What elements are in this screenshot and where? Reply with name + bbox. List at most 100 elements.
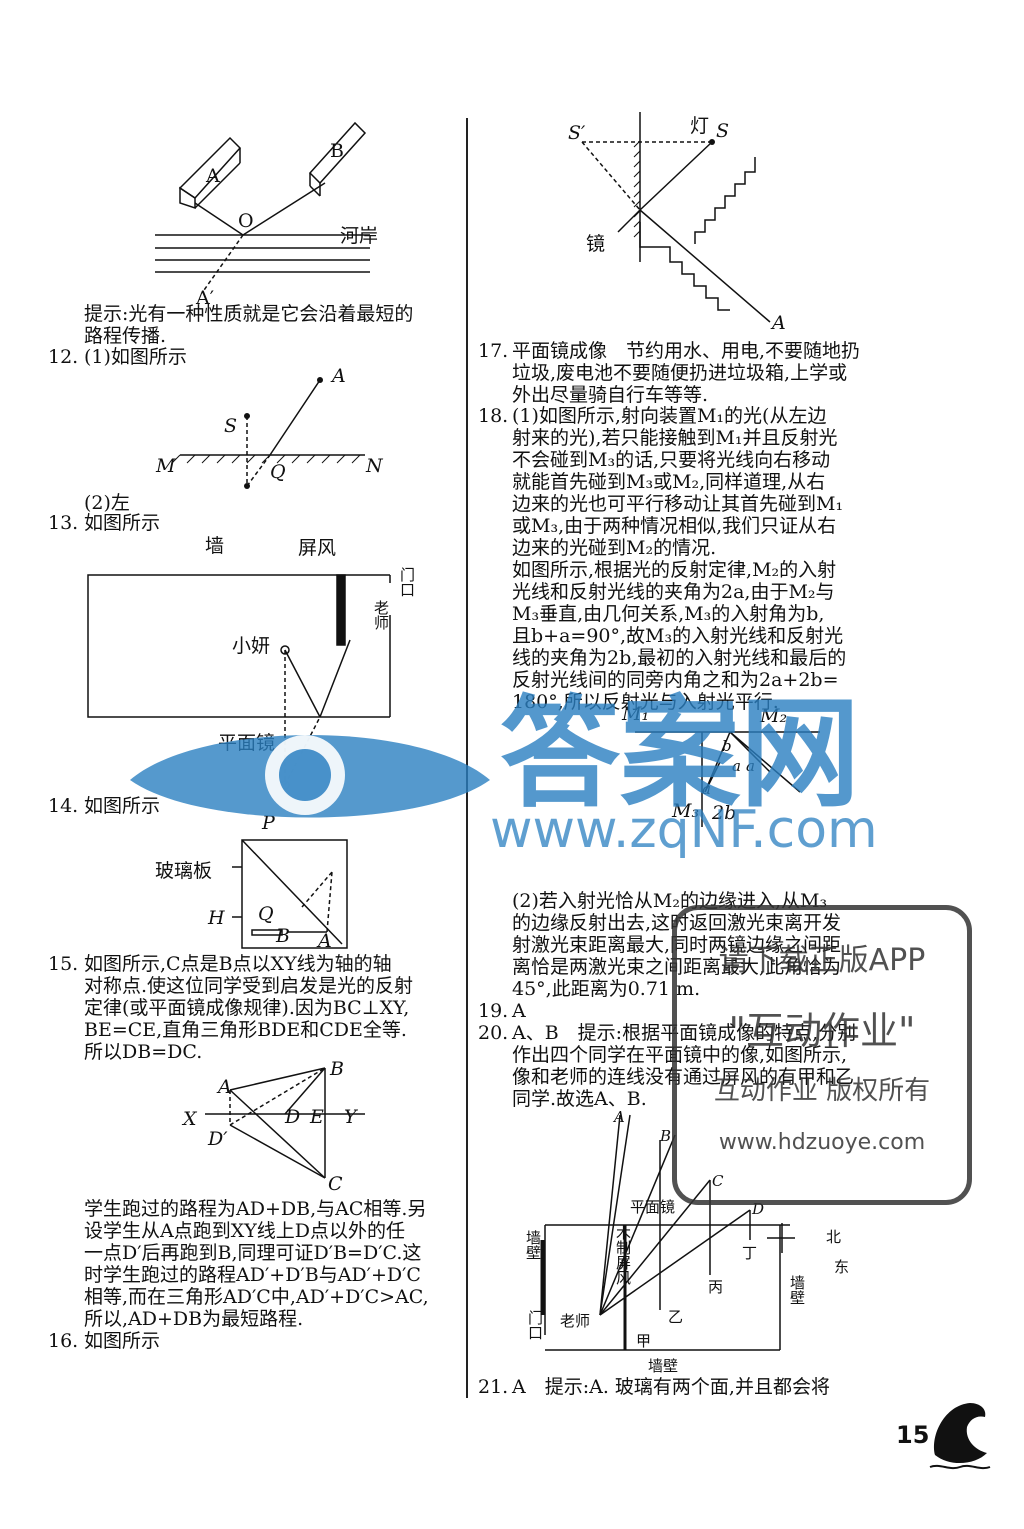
answer-line: 边来的光也可平行移动让其首先碰到M₁ <box>512 493 844 515</box>
question-number: 21. <box>478 1376 509 1398</box>
answer-line: 作出四个同学在平面镜中的像,如图所示, <box>512 1044 848 1066</box>
answer-line: 如图所示,C点是B点以XY线为轴的轴 <box>84 953 392 975</box>
figure-16 <box>581 112 771 323</box>
answer-line: 不会碰到M₃的话,只要将光线向右移动 <box>512 449 831 471</box>
question-number: 15. <box>48 953 79 975</box>
label: D <box>285 1106 301 1128</box>
label: A <box>218 1076 232 1098</box>
label: C <box>328 1173 343 1195</box>
figure-15 <box>205 1067 365 1179</box>
question-number: 12. <box>48 346 79 368</box>
label: A <box>614 1108 625 1126</box>
label: a <box>732 757 741 775</box>
stamp-line: "互动作业" <box>728 1009 916 1053</box>
label: 门口 <box>398 567 416 597</box>
label: O <box>238 210 254 232</box>
answer-line: 设学生从A点跑到XY线上D点以外的任 <box>84 1220 406 1242</box>
question-number: 19. <box>478 1000 509 1022</box>
label: 2b <box>712 802 737 824</box>
label: 北 <box>826 1228 842 1246</box>
label: 墙壁 <box>648 1357 679 1375</box>
label: E <box>310 1106 324 1128</box>
answer-line: 所以,AD+DB为最短路程. <box>84 1308 304 1330</box>
answer-text: (1)如图所示 <box>84 346 187 368</box>
label: B <box>660 1127 672 1145</box>
label: 镜 <box>586 233 606 255</box>
label: b <box>722 737 732 755</box>
label: S <box>716 120 730 142</box>
question-number: 16. <box>48 1330 79 1352</box>
label: 墙 <box>205 535 225 557</box>
label: 老师 <box>560 1312 591 1330</box>
label: P <box>262 812 275 834</box>
copyright-stamp: 请下载正版APP "互动作业" 互动作业 版权所有 www.hdzuoye.co… <box>672 905 972 1205</box>
answer-line: 时学生跑过的路程AD′+D′B与AD′+D′C <box>84 1264 421 1286</box>
label: 丙 <box>708 1278 724 1296</box>
answer-line: A、B 提示:根据平面镜成像的特点,分别 <box>512 1022 857 1044</box>
label: M <box>156 455 176 477</box>
question-number: 14. <box>48 795 79 817</box>
answer-line: 垃圾,废电池不要随便扔进垃圾箱,上学或 <box>512 362 848 384</box>
label: Q <box>270 461 286 483</box>
question-number: 18. <box>478 405 509 427</box>
figure-12 <box>171 377 365 489</box>
label: B <box>330 140 344 162</box>
answer-line: 学生跑过的路程为AD+DB,与AC相等.另 <box>84 1198 427 1220</box>
answer-line: 边来的光碰到M₂的情况. <box>512 537 717 559</box>
answer-line: 相等,而在三角形AD′C中,AD′+D′C>AC, <box>84 1286 429 1308</box>
answer-line: BE=CE,直角三角形BDE和CDE全等. <box>84 1019 407 1041</box>
hint-line: 路程传播. <box>84 325 167 347</box>
stamp-line: www.hdzuoye.com <box>718 1130 926 1155</box>
label: A <box>206 165 220 187</box>
label: A <box>332 365 346 387</box>
answer-text: 如图所示 <box>84 512 161 534</box>
label: 河岸 <box>340 225 379 247</box>
answer-line: 对称点.使这位同学受到启发是光的反射 <box>84 975 414 997</box>
label: 墙壁 <box>524 1230 542 1260</box>
answer-line: 光线和反射光线的夹角为2a,由于M₂与 <box>512 581 835 603</box>
label: 木制屏风 <box>614 1225 632 1285</box>
answer-line: 反射光线间的同旁内角之和为2a+2b= <box>512 669 839 691</box>
label: S′ <box>568 122 586 144</box>
answer-line: 且b+a=90°,故M₃的入射光线和反射光 <box>512 625 844 647</box>
answer-text: A <box>512 1000 526 1022</box>
answer-line: 一点D′后再跑到B,同理可证D′B=D′C.这 <box>84 1242 422 1264</box>
label: M₁ <box>622 703 650 725</box>
label: Y <box>344 1106 357 1128</box>
label: 丁 <box>742 1244 758 1262</box>
stamp-line: 请下载正版APP <box>718 943 926 978</box>
answer-line: 平面镜成像 节约用水、用电,不要随地扔 <box>512 340 861 362</box>
label: 乙 <box>668 1308 684 1326</box>
label: a <box>702 780 711 798</box>
answer-line: 像和老师的连线没有通过屏风的有甲和乙 <box>512 1066 855 1088</box>
label: 屏风 <box>298 537 337 559</box>
label: A′ <box>196 287 215 309</box>
label: B <box>330 1058 344 1080</box>
stamp-line: 互动作业 版权所有 <box>713 1076 931 1106</box>
answer-line: 线的夹角为2b,最初的入射光线和最后的 <box>512 647 847 669</box>
column-divider <box>466 118 468 1398</box>
answer-line: 180°,所以反射光与入射光平行. <box>512 691 779 713</box>
answer-line: (1)如图所示,射向装置M₁的光(从左边 <box>512 405 827 427</box>
answer-line: 就能首先碰到M₃或M₂,同样道理,从右 <box>512 471 826 493</box>
label: 东 <box>834 1258 850 1276</box>
answer-text: 如图所示 <box>84 1330 161 1352</box>
hint-line: 提示:光有一种性质就是它会沿着最短的 <box>84 303 414 325</box>
label: X <box>183 1108 197 1130</box>
label: 玻璃板 <box>155 860 213 882</box>
answer-line: 所以DB=DC. <box>84 1041 203 1063</box>
answer-text: (2)左 <box>84 492 130 514</box>
answer-line: 如图所示,根据光的反射定律,M₂的入射 <box>512 559 837 581</box>
label: S <box>224 415 238 437</box>
label: 平面镜 <box>218 732 276 754</box>
label: C <box>712 1172 724 1190</box>
answer-text: A 提示:A. 玻璃有两个面,并且都会将 <box>512 1376 830 1398</box>
figure-18 <box>635 731 820 827</box>
figure-14 <box>232 839 348 949</box>
label: 平面镜 <box>630 1198 676 1216</box>
answer-line: 同学.故选A、B. <box>512 1088 647 1110</box>
answer-text: 如图所示 <box>84 795 161 817</box>
answer-line: 定律(或平面镜成像规律).因为BC⊥XY, <box>84 997 410 1019</box>
label: a <box>746 757 755 775</box>
answer-line: M₃垂直,由几何关系,M₃的入射角为b, <box>512 603 825 625</box>
